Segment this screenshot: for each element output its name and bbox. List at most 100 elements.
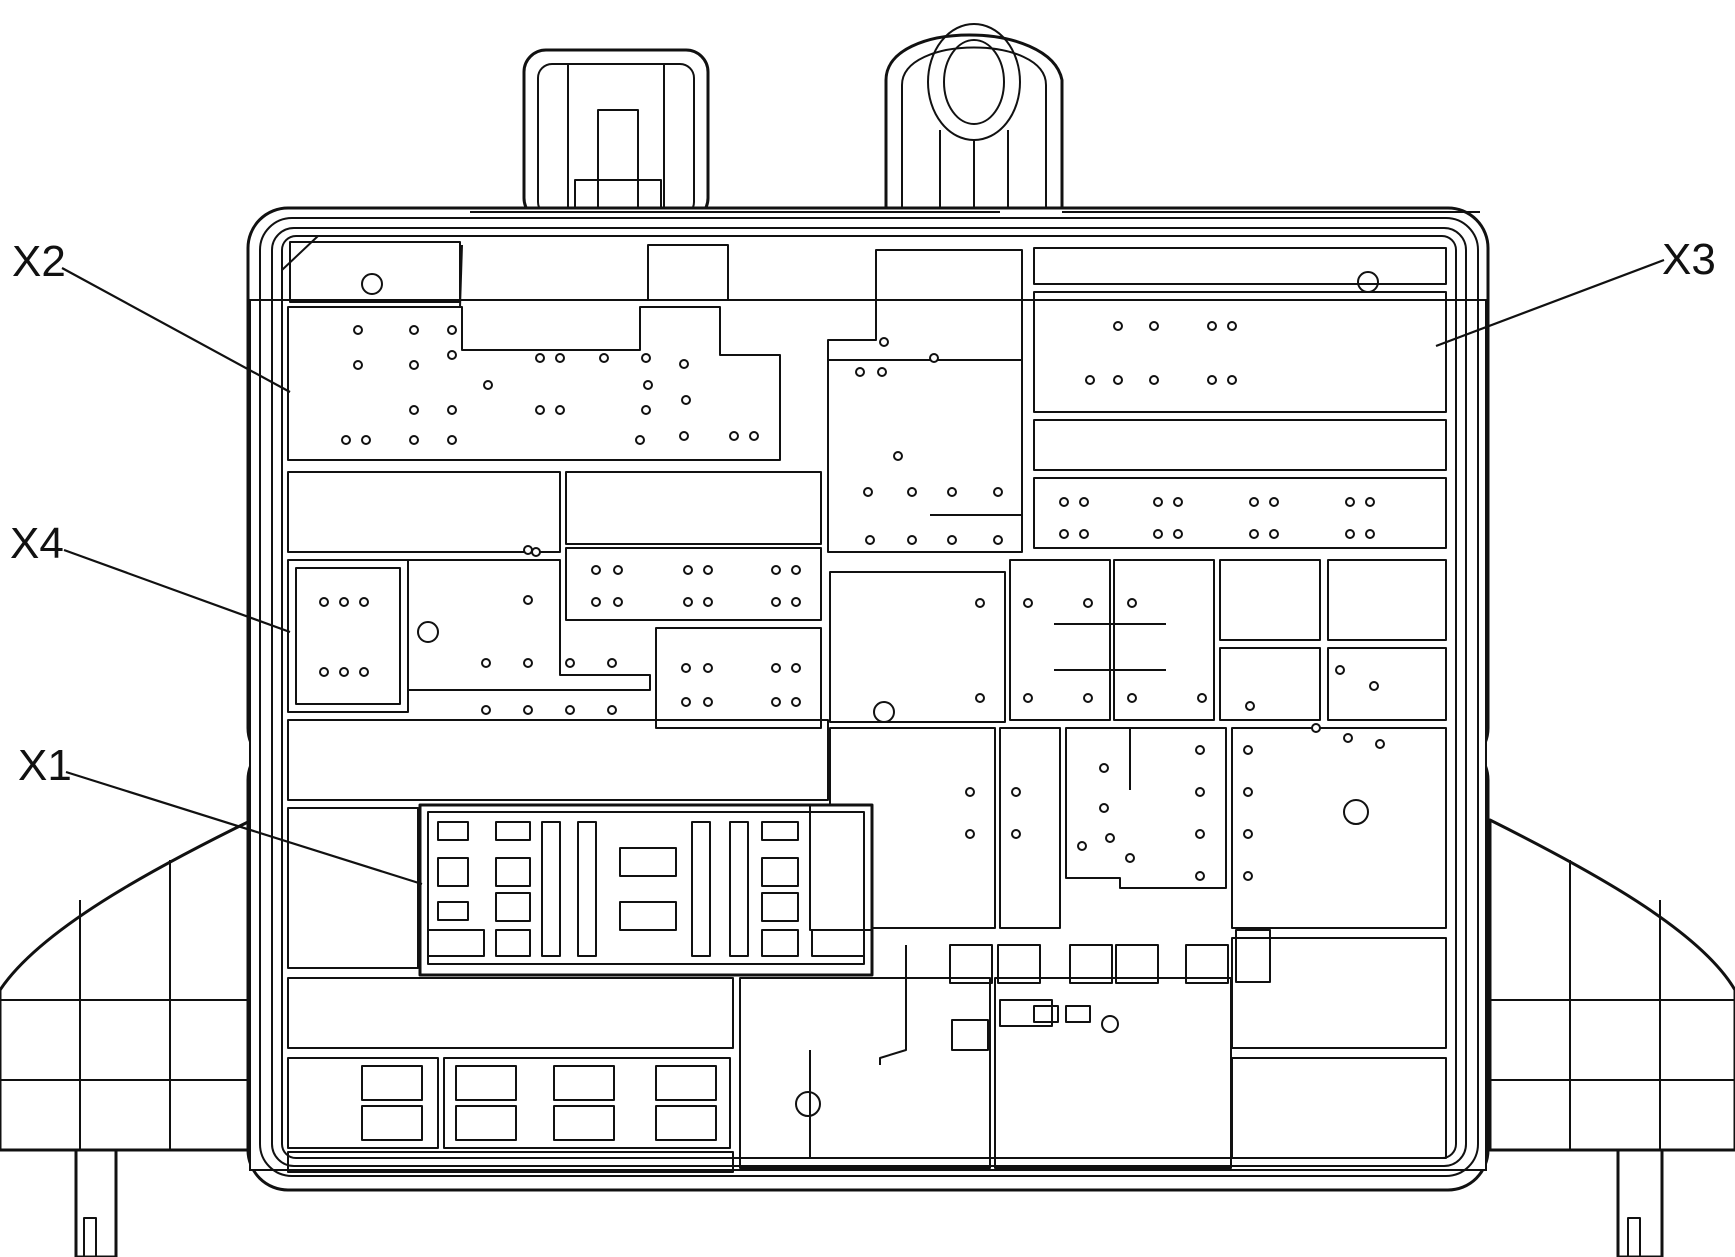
pin: [703, 663, 713, 673]
pin: [679, 431, 689, 441]
pin: [1173, 497, 1183, 507]
top-mount-tab: [884, 23, 1064, 217]
pin: [855, 367, 865, 377]
right-mounting-wing: [1488, 818, 1735, 1257]
pin: [1227, 375, 1237, 385]
pin: [1227, 321, 1237, 331]
pin: [1249, 529, 1259, 539]
leader-x3: [1435, 258, 1665, 348]
pin: [1311, 723, 1321, 733]
pin: [523, 595, 533, 605]
pin: [1149, 321, 1159, 331]
pin: [1059, 497, 1069, 507]
pin: [1343, 733, 1353, 743]
pin: [947, 535, 957, 545]
pin: [523, 545, 533, 555]
pin: [1011, 829, 1021, 839]
pin: [791, 565, 801, 575]
pin: [1083, 598, 1093, 608]
pin: [1023, 693, 1033, 703]
pin: [1149, 375, 1159, 385]
pin: [1375, 739, 1385, 749]
connector-x4-region: [287, 471, 829, 801]
pin: [1195, 787, 1205, 797]
pin: [1243, 787, 1253, 797]
label-x1: X1: [18, 741, 72, 790]
pin: [641, 405, 651, 415]
pin: [565, 705, 575, 715]
pin: [1345, 529, 1355, 539]
pin: [1077, 841, 1087, 851]
pin: [865, 535, 875, 545]
pin: [339, 667, 349, 677]
pin: [1127, 693, 1137, 703]
pin: [877, 367, 887, 377]
pin: [1365, 497, 1375, 507]
pin: [353, 360, 363, 370]
pin: [641, 353, 651, 363]
pin: [1207, 321, 1217, 331]
pin: [535, 405, 545, 415]
pin: [771, 597, 781, 607]
pin: [729, 431, 739, 441]
pin: [555, 353, 565, 363]
pin: [319, 597, 329, 607]
pin: [791, 663, 801, 673]
terminal-pins: [319, 321, 1385, 881]
pin: [1335, 665, 1345, 675]
leader-lines: [61, 258, 1665, 886]
pin: [1113, 321, 1123, 331]
pin: [1243, 871, 1253, 881]
pin: [1113, 375, 1123, 385]
pin: [975, 598, 985, 608]
fuse-column-2: [495, 821, 531, 957]
pin: [483, 380, 493, 390]
pin: [1099, 763, 1109, 773]
pin: [683, 597, 693, 607]
pin: [409, 405, 419, 415]
pin: [1011, 787, 1021, 797]
pin: [1249, 497, 1259, 507]
housing: [246, 206, 1490, 1192]
pin: [565, 658, 575, 668]
pin: [359, 597, 369, 607]
pin: [947, 487, 957, 497]
pin: [353, 325, 363, 335]
terminal-clusters: [795, 929, 1271, 1158]
pin: [1195, 829, 1205, 839]
leader-x2: [61, 267, 291, 393]
pin: [409, 360, 419, 370]
pin: [965, 829, 975, 839]
pin: [1195, 745, 1205, 755]
pin: [1345, 497, 1355, 507]
pin: [1369, 681, 1379, 691]
pin: [791, 597, 801, 607]
pin: [361, 435, 371, 445]
pin: [749, 431, 759, 441]
pin: [1083, 693, 1093, 703]
pin: [993, 535, 1003, 545]
pin: [879, 337, 889, 347]
pin: [1197, 693, 1207, 703]
pin: [907, 487, 917, 497]
pin: [1243, 745, 1253, 755]
pin: [447, 350, 457, 360]
pin: [599, 353, 609, 363]
pin: [447, 405, 457, 415]
pin: [683, 565, 693, 575]
top-clip-tab: [522, 48, 710, 222]
pin: [791, 697, 801, 707]
pin: [703, 597, 713, 607]
pin: [1153, 497, 1163, 507]
center-relay-grid: [565, 249, 1023, 729]
pin: [409, 325, 419, 335]
pin: [1207, 375, 1217, 385]
pin: [1125, 853, 1135, 863]
pin: [1243, 829, 1253, 839]
pin: [929, 353, 939, 363]
pin: [863, 487, 873, 497]
pin: [359, 667, 369, 677]
leader-x4: [63, 548, 291, 634]
pin: [681, 697, 691, 707]
